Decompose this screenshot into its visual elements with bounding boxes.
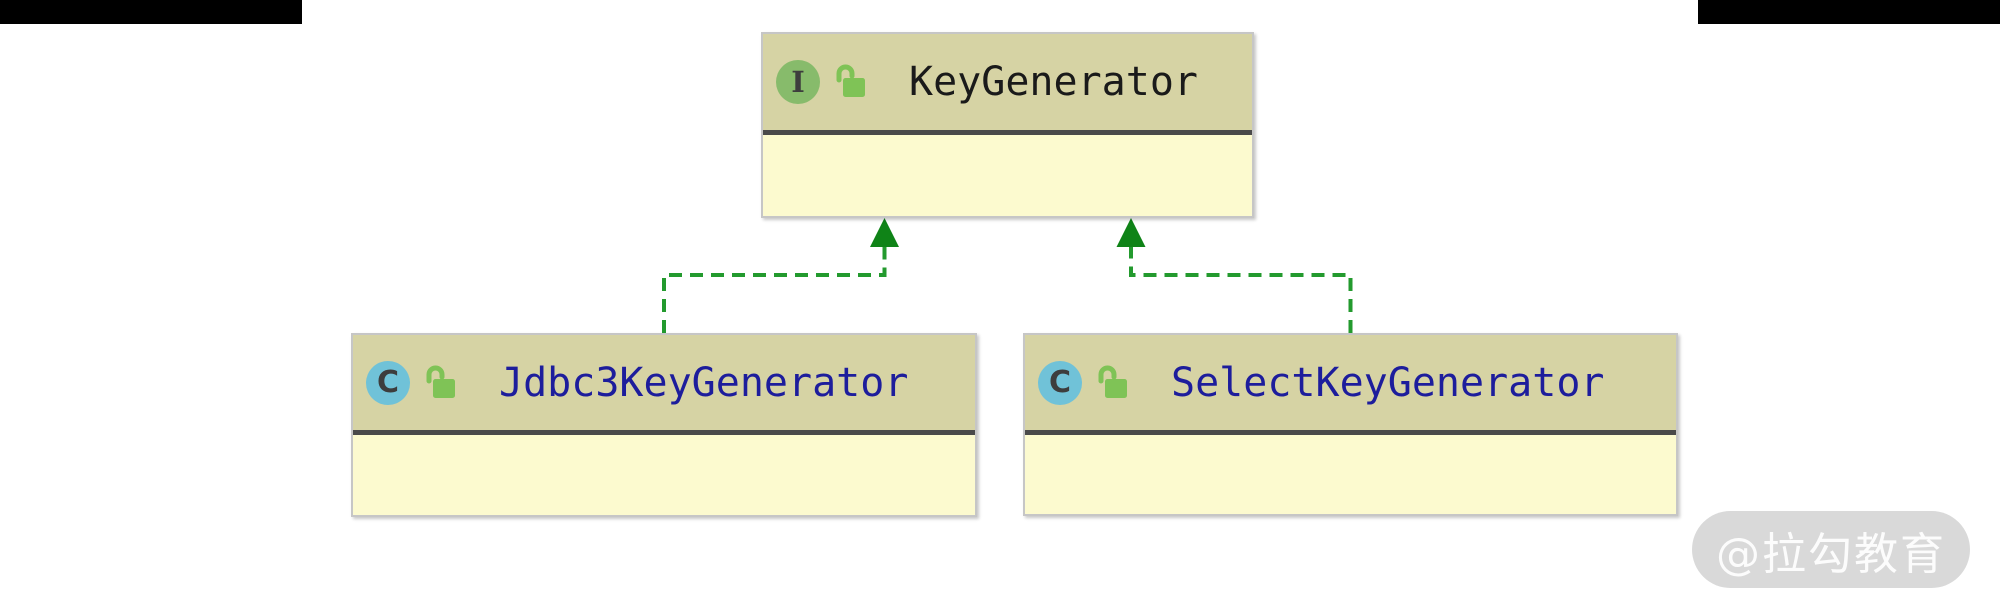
node-title: KeyGenerator (909, 59, 1198, 105)
node-title: Jdbc3KeyGenerator (499, 359, 909, 406)
node-header: I KeyGenerator (763, 34, 1252, 135)
class-icon: C (1038, 360, 1082, 405)
edge-selectkeygenerator-implements-keygenerator[interactable] (1116, 218, 1353, 333)
class-icon: C (366, 360, 410, 405)
class-icon-letter: C (376, 365, 400, 400)
uml-node-selectkeygenerator[interactable]: C SelectKeyGenerator (1023, 333, 1678, 516)
uml-node-keygenerator[interactable]: I KeyGenerator (761, 32, 1254, 218)
node-header: C Jdbc3KeyGenerator (353, 335, 975, 435)
implements-arrowhead-icon (870, 218, 899, 247)
node-title: SelectKeyGenerator (1171, 359, 1605, 406)
interface-icon: I (776, 60, 820, 104)
implements-arrowhead-icon (1116, 218, 1146, 247)
node-header: C SelectKeyGenerator (1025, 335, 1676, 435)
watermark-text: @拉勾教育 (1716, 528, 1946, 580)
uml-node-jdbc3keygenerator[interactable]: C Jdbc3KeyGenerator (351, 333, 977, 517)
class-icon-letter: C (1048, 365, 1072, 400)
unlocked-padlock-icon (836, 64, 865, 97)
unlocked-padlock-icon (426, 365, 455, 398)
edge-jdbc3keygenerator-implements-keygenerator[interactable] (662, 218, 899, 333)
unlocked-padlock-icon (1098, 365, 1127, 398)
interface-icon-letter: I (791, 65, 805, 99)
top-right-black-bar (1698, 0, 2000, 24)
top-left-black-bar (0, 0, 302, 24)
watermark-pill: @拉勾教育 (1692, 511, 1970, 588)
